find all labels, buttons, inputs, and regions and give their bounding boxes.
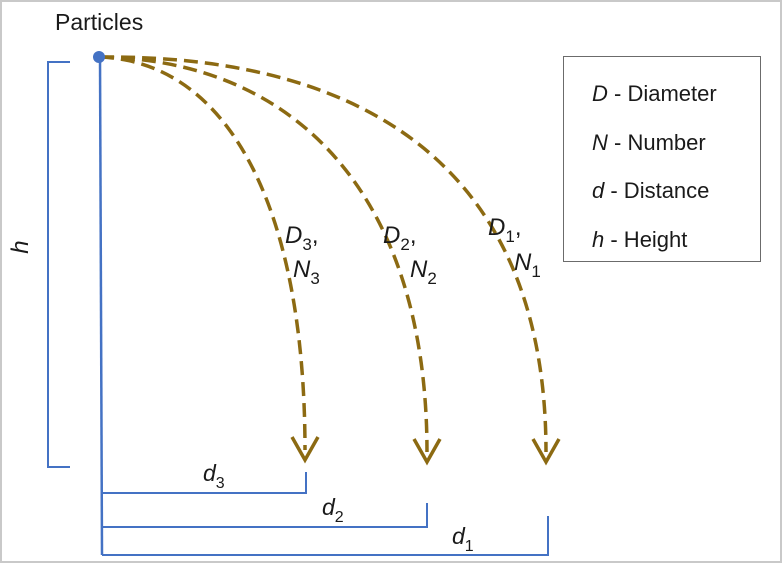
distance-label-d3: d3: [203, 460, 225, 492]
svg-text:N3: N3: [293, 256, 320, 288]
height-bracket: [47, 61, 70, 468]
trajectory-label-2: D2, N2: [383, 222, 437, 288]
vertical-axis-line: [98, 56, 104, 556]
distance-label-d2: d2: [322, 494, 344, 526]
legend-box: D - Diameter N - Number d - Distance h -…: [563, 56, 761, 262]
trajectory-3: [99, 55, 307, 451]
svg-text:N1: N1: [514, 249, 541, 281]
svg-text:D3,: D3,: [285, 222, 318, 254]
trajectory-label-1: D1, N1: [488, 214, 541, 281]
legend-item-diameter: D - Diameter: [592, 81, 717, 106]
arrowhead-3: [290, 436, 320, 464]
arrowhead-2: [412, 438, 442, 466]
legend-item-number: N - Number: [592, 130, 706, 155]
diagram-title: Particles: [55, 9, 143, 35]
svg-text:N2: N2: [410, 256, 437, 288]
trajectory-2: [99, 55, 429, 453]
trajectory-1: [99, 55, 548, 453]
svg-text:D2,: D2,: [383, 222, 416, 254]
legend-item-height: h - Height: [592, 227, 688, 252]
legend-item-distance: d - Distance: [592, 178, 710, 203]
distance-bracket-d1: [102, 516, 549, 556]
distance-label-d1: d1: [452, 523, 474, 555]
height-label: h: [7, 240, 34, 253]
trajectory-label-3: D3, N3: [285, 222, 320, 288]
particle-source-dot: [93, 51, 105, 63]
arrowhead-1: [531, 438, 561, 466]
distance-bracket-d2: [102, 503, 428, 528]
svg-text:D1,: D1,: [488, 214, 521, 246]
distance-bracket-d3: [102, 472, 307, 494]
